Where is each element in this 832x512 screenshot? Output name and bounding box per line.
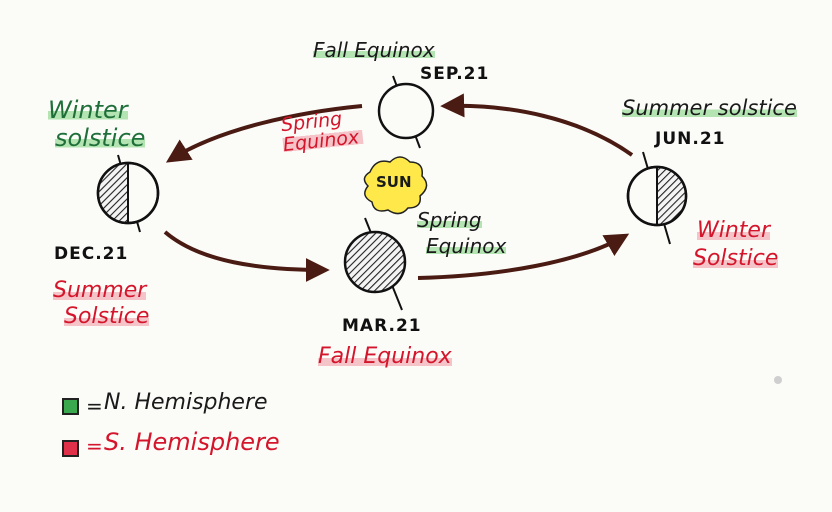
jun-south-label-line1: Winter	[697, 218, 771, 243]
mar-north-label-line1: Spring	[417, 208, 482, 232]
orbit-arrow-bottom-to-right	[417, 233, 630, 280]
earth-mar	[343, 217, 407, 311]
orbit-arrow-left-to-bottom	[163, 230, 330, 282]
dec-south-label-line2: Solstice	[64, 304, 150, 329]
jun-south-label-line2: Solstice	[693, 246, 779, 271]
sep-south-label-text: Spring Equinox	[279, 107, 361, 157]
earth-sep	[377, 75, 435, 149]
orbit-arrow-right-to-top	[440, 93, 634, 157]
legend-north-text: N. Hemisphere	[104, 390, 268, 415]
legend-south-symbol: =	[86, 434, 103, 458]
dec-north-label-line1: Winter	[48, 96, 128, 124]
sun-label: SUN	[376, 173, 412, 191]
dec-south-label-line1: Summer	[53, 278, 147, 303]
sep-date: SEP.21	[420, 64, 490, 84]
sun-shape	[363, 156, 428, 215]
legend-south-swatch	[62, 440, 79, 457]
dec-north-label-line2: solstice	[55, 124, 146, 152]
legend-north-symbol: =	[86, 394, 103, 418]
earth-dec	[96, 154, 160, 233]
sep-south-label: Spring Equinox	[280, 108, 364, 156]
sep-north-label: Fall Equinox	[313, 38, 435, 62]
legend-north-swatch	[62, 398, 79, 415]
mar-north-label-line2: Equinox	[426, 234, 507, 258]
mar-date: MAR.21	[342, 316, 422, 336]
paper-speck	[774, 376, 782, 384]
earth-jun	[626, 151, 688, 245]
orbit-arrow-top-to-left	[165, 104, 363, 163]
legend-south-text: S. Hemisphere	[104, 428, 280, 456]
jun-north-label: Summer solstice	[622, 96, 797, 120]
mar-south-label: Fall Equinox	[318, 344, 452, 369]
dec-date: DEC.21	[54, 244, 129, 264]
jun-date: JUN.21	[655, 129, 726, 149]
